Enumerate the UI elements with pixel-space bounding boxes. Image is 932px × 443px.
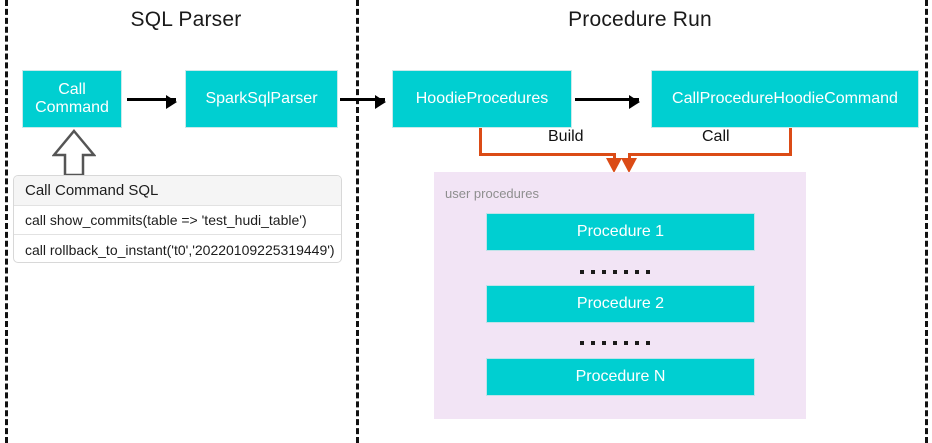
ellipsis-dots [580, 341, 650, 345]
orange-arrowhead-build [606, 158, 622, 173]
section-title-procedure-run: Procedure Run [568, 8, 712, 31]
orange-connector-build-vertical-left [479, 128, 482, 156]
ellipsis-dots [580, 270, 650, 274]
node-spark-sql-parser[interactable]: SparkSqlParser [185, 70, 338, 128]
user-procedures-caption: user procedures [445, 186, 539, 201]
node-call-procedure-hoodie-command-label: CallProcedureHoodieCommand [672, 89, 898, 107]
orange-connector-build-vertical-right [613, 153, 616, 161]
divider-right [925, 0, 928, 443]
edge-label-build: Build [543, 128, 589, 146]
edge-label-call: Call [697, 128, 735, 146]
procedure-box[interactable]: Procedure 2 [486, 285, 755, 323]
procedure-box[interactable]: Procedure N [486, 358, 755, 396]
sql-table-row: call rollback_to_instant('t0','202201092… [25, 241, 335, 258]
orange-connector-build-horizontal [479, 153, 616, 156]
node-call-procedure-hoodie-command[interactable]: CallProcedureHoodieCommand [651, 70, 919, 128]
arrow-hoodie-procedures-to-call-procedure-command [575, 95, 640, 109]
node-call-command[interactable]: Call Command [22, 70, 122, 128]
procedure-box-label: Procedure 1 [576, 223, 665, 240]
node-hoodie-procedures-label: HoodieProcedures [415, 89, 549, 107]
sql-table-header: Call Command SQL [14, 176, 341, 206]
arrow-spark-sql-parser-to-hoodie-procedures [340, 95, 386, 109]
procedure-box-label: Procedure 2 [576, 295, 665, 312]
orange-connector-call-vertical-right [789, 128, 792, 156]
call-command-sql-table: Call Command SQL call show_commits(table… [13, 175, 342, 263]
node-call-command-line1: Call [58, 80, 86, 98]
orange-connector-call-vertical-left [628, 153, 631, 161]
sql-table-row: call show_commits(table => 'test_hudi_ta… [14, 206, 341, 235]
orange-connector-call-horizontal [628, 153, 792, 156]
up-arrow-icon [52, 129, 96, 177]
node-call-command-line2: Command [35, 99, 109, 116]
divider-left [5, 0, 8, 443]
node-spark-sql-parser-label: SparkSqlParser [205, 89, 318, 107]
divider-middle [356, 0, 359, 443]
node-hoodie-procedures[interactable]: HoodieProcedures [392, 70, 572, 128]
section-title-sql-parser: SQL Parser [130, 8, 242, 31]
arrow-call-command-to-spark-sql-parser [127, 95, 177, 109]
orange-arrowhead-call [621, 158, 637, 173]
procedure-box[interactable]: Procedure 1 [486, 213, 755, 251]
procedure-box-label: Procedure N [575, 368, 666, 385]
